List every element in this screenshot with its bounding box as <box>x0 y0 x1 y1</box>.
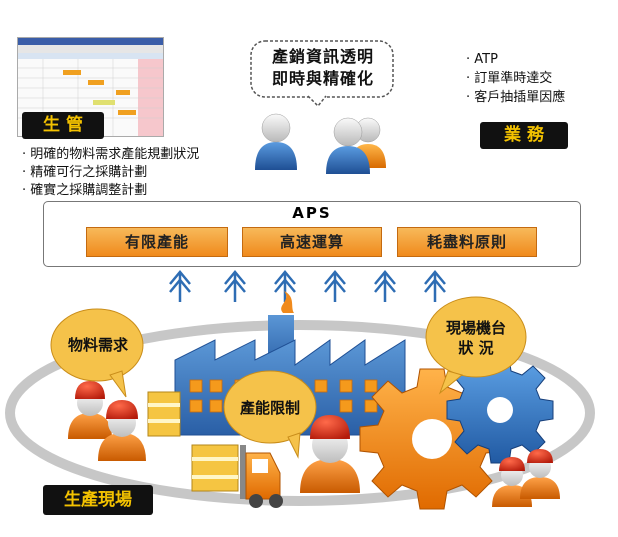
blue-gear-icon <box>446 356 554 464</box>
capacity-limit-text: 產能限制 <box>239 399 300 417</box>
up-arrow-icon <box>224 270 246 302</box>
machine-status-callout <box>425 296 527 395</box>
module-material-depletion: 耗盡料原則 <box>397 227 537 257</box>
floor-ring <box>5 320 595 506</box>
business-label: 業 務 <box>480 122 568 149</box>
speech-text: 產銷資訊透明 即時與精確化 <box>271 47 374 88</box>
module-finite-capacity: 有限產能 <box>86 227 228 257</box>
up-arrow-icon <box>374 270 396 302</box>
factory-scene <box>5 291 595 510</box>
worker-icon <box>98 400 146 461</box>
production-floor-label: 生產現場 <box>43 485 153 515</box>
bullet-item: ATP <box>466 50 565 69</box>
material-demand-text: 物料需求 <box>67 336 128 354</box>
module-high-speed-computing: 高速運算 <box>242 227 382 257</box>
up-arrow-icon <box>274 270 296 302</box>
people-icons <box>255 113 386 174</box>
bullet-item: 客戶抽插單因應 <box>466 88 565 107</box>
up-arrow-icon <box>424 270 446 302</box>
speech-bubble <box>250 40 394 108</box>
production-mgmt-label: 生 管 <box>22 112 104 139</box>
worker-icon <box>300 415 360 493</box>
upward-arrows <box>169 270 446 302</box>
bullet-item: 訂單準時達交 <box>466 69 565 88</box>
production-mgmt-bullets: 明確的物料需求產能規劃狀況 精確可行之採購計劃 確實之採購調整計劃 <box>22 146 199 200</box>
capacity-limit-callout <box>223 370 317 459</box>
bullet-item: 確實之採購調整計劃 <box>22 182 199 200</box>
material-demand-callout <box>50 308 144 398</box>
aps-title: APS <box>292 204 332 222</box>
forklift-icon <box>191 444 283 508</box>
worker-icon <box>520 449 560 499</box>
machine-status-text: 現場機台 狀 況 <box>445 319 506 357</box>
worker-icon <box>68 381 112 439</box>
business-bullets: ATP 訂單準時達交 客戶抽插單因應 <box>466 50 565 107</box>
bullet-item: 精確可行之採購計劃 <box>22 164 199 182</box>
up-arrow-icon <box>169 270 191 302</box>
barrels-icon <box>147 391 181 437</box>
up-arrow-icon <box>324 270 346 302</box>
bullet-item: 明確的物料需求產能規劃狀況 <box>22 146 199 164</box>
